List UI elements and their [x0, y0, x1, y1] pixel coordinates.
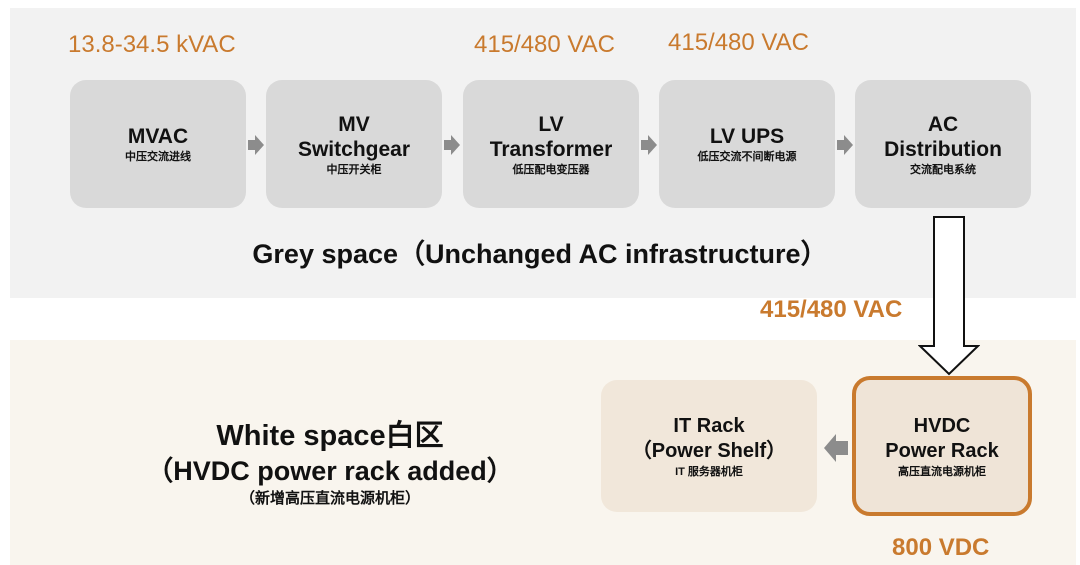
lv-transformer-box: LV Transformer 低压配电变压器	[463, 80, 639, 208]
mv-switchgear-box: MV Switchgear 中压开关柜	[266, 80, 442, 208]
voltage-label-output: 800 VDC	[892, 534, 990, 561]
arrow-right-icon	[837, 135, 853, 155]
arrow-down-icon	[918, 216, 980, 376]
box-title: Power Rack	[885, 439, 999, 462]
box-title: LV UPS	[709, 125, 785, 148]
box-subtitle: IT 服务器机柜	[675, 465, 743, 478]
box-title: （Power Shelf）	[631, 439, 787, 462]
voltage-label-link: 415/480 VAC	[760, 296, 903, 323]
arrow-right-icon	[444, 135, 460, 155]
hvdc-power-rack-box: HVDC Power Rack 高压直流电源机柜	[852, 376, 1032, 516]
arrow-left-icon	[824, 434, 848, 462]
box-title: HVDC	[913, 414, 971, 437]
box-title: MV	[338, 112, 370, 136]
box-subtitle: 低压交流不间断电源	[697, 151, 797, 163]
white-space-caption: White space白区	[216, 420, 444, 452]
it-rack-box: IT Rack （Power Shelf） IT 服务器机柜	[601, 380, 817, 512]
box-title: LV	[538, 112, 564, 136]
ac-distribution-box: AC Distribution 交流配电系统	[855, 80, 1031, 208]
arrow-right-icon	[248, 135, 264, 155]
box-title: Distribution	[884, 137, 1002, 161]
voltage-label-lv-2: 415/480 VAC	[668, 29, 809, 56]
box-subtitle: 高压直流电源机柜	[898, 465, 986, 478]
box-title: AC	[927, 112, 959, 136]
arrow-right-icon	[641, 135, 657, 155]
voltage-label-lv-1: 415/480 VAC	[474, 31, 615, 58]
white-space-subcaption: （HVDC power rack added）	[146, 456, 514, 486]
box-title: IT Rack	[673, 414, 745, 437]
box-subtitle: 低压配电变压器	[512, 163, 590, 176]
white-space-chinese-caption: （新增高压直流电源机柜）	[239, 490, 420, 507]
box-title: MVAC	[127, 125, 189, 148]
grey-space-caption: Grey space（Unchanged AC infrastructure）	[252, 239, 828, 269]
voltage-label-mv: 13.8-34.5 kVAC	[68, 31, 236, 58]
box-subtitle: 交流配电系统	[910, 163, 976, 176]
box-subtitle: 中压开关柜	[326, 163, 382, 176]
lv-ups-box: LV UPS 低压交流不间断电源	[659, 80, 835, 208]
mvac-box: MVAC 中压交流进线	[70, 80, 246, 208]
box-subtitle: 中压交流进线	[125, 151, 191, 163]
box-title: Switchgear	[297, 137, 411, 161]
box-title: Transformer	[489, 137, 613, 161]
